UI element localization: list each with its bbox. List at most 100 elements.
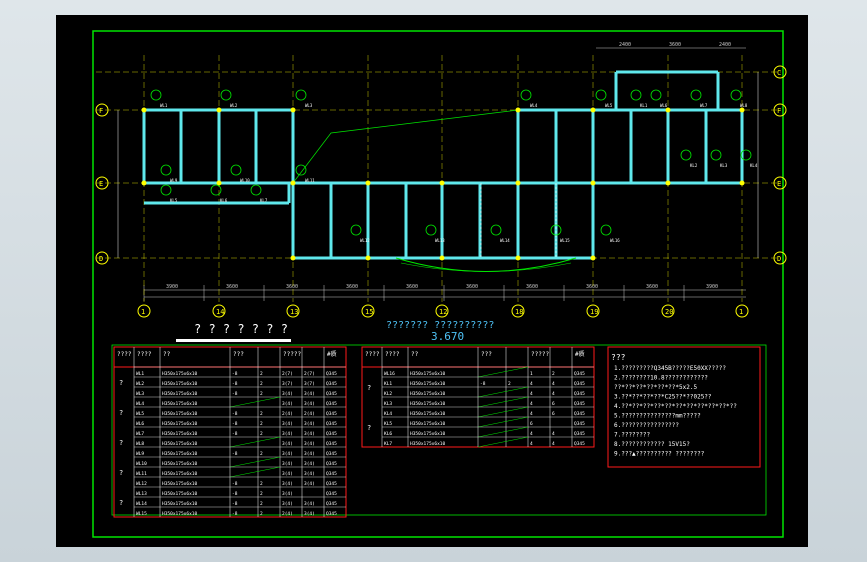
axis-bubble-col xyxy=(286,304,300,318)
column-node xyxy=(439,180,445,186)
notes-line: 3.??*??*??*??*C25??*??025?? xyxy=(614,394,712,401)
table-left-diag-cell xyxy=(229,436,281,448)
axis-bubble-row-left xyxy=(95,176,109,190)
table-left-cell: WL3 xyxy=(136,391,144,397)
beam-tag-text: KL6 xyxy=(220,198,228,203)
axis-label-col: 15 xyxy=(365,308,373,316)
table-left-header: ????? xyxy=(283,351,301,358)
column-node xyxy=(216,180,222,186)
table-left-cell: Q345 xyxy=(326,481,337,487)
table-left-header: ???? xyxy=(117,351,132,358)
arc-balcony-inner xyxy=(400,262,572,272)
table-left-cell: WL1 xyxy=(136,371,144,377)
table-left-cell: WL7 xyxy=(136,431,144,437)
notes-line: 6.???????????????? xyxy=(614,422,679,429)
table-left-cell: 2 xyxy=(260,481,263,487)
table-mid-diag-cell xyxy=(477,426,529,438)
sheet-border xyxy=(92,30,784,538)
beam-tag-text: WL12 xyxy=(360,238,370,243)
table-left-cell: H350x175x6x10 xyxy=(162,471,198,477)
table-left-cell: 2(4) xyxy=(304,411,315,417)
column-node xyxy=(515,180,521,186)
beam-tag-text: WL3 xyxy=(305,103,313,108)
notes-border xyxy=(607,346,761,468)
axis-label-col: 20 xyxy=(665,308,673,316)
table-left-cell: 2(7) xyxy=(304,371,315,377)
dim-text-bottom: 3900 xyxy=(706,284,718,290)
table-mid-cell: 4 xyxy=(530,411,533,417)
dim-text-bottom: 3600 xyxy=(466,284,478,290)
beam-tag-circle xyxy=(690,89,702,101)
table-mid-cell: H350x175x6x10 xyxy=(410,441,446,447)
table-left-cell: 3(7) xyxy=(282,381,293,387)
table-left-cell: 3(4) xyxy=(304,421,315,427)
dim-text-bottom: 3600 xyxy=(646,284,658,290)
axis-bubble-col xyxy=(511,304,525,318)
table-left-cell: 2 xyxy=(260,451,263,457)
table-mid-diag-cell xyxy=(477,436,529,448)
table-left-cell: H350x175x6x10 xyxy=(162,481,198,487)
table-mid-cell: 4 xyxy=(552,441,555,447)
table-left-cell: Q345 xyxy=(326,501,337,507)
column-node xyxy=(590,107,596,113)
table-mid-cell: 4 xyxy=(552,431,555,437)
table-mid-cell: H350x175x6x10 xyxy=(410,401,446,407)
table-left-cell: WL2 xyxy=(136,381,144,387)
axis-bubble-col xyxy=(586,304,600,318)
table-left-group: ? xyxy=(119,469,123,477)
beam-tag-circle xyxy=(680,149,692,161)
axis-label-col: 14 xyxy=(216,308,224,316)
beam-tag-circle xyxy=(220,89,232,101)
table-left-cell: -8 xyxy=(232,481,238,487)
table-mid-diag-cell xyxy=(477,406,529,418)
design-notes: ???1.?????????Q345B?????E50XX?????2.????… xyxy=(607,346,761,468)
column-node xyxy=(216,107,222,113)
table-left-cell: 3(4) xyxy=(304,401,315,407)
beam-layout xyxy=(141,70,745,272)
table-mid-cell: KL6 xyxy=(384,431,392,437)
table-left-cell: H350x175x6x10 xyxy=(162,371,198,377)
column-node xyxy=(439,255,445,261)
table-mid-diag-cell xyxy=(477,396,529,408)
table-left-cell: 2 xyxy=(260,371,263,377)
dim-text-bottom: 3600 xyxy=(526,284,538,290)
table-left-cell: Q345 xyxy=(326,431,337,437)
table-left-cell: Q345 xyxy=(326,451,337,457)
column-node xyxy=(515,255,521,261)
table-left-cell: WL5 xyxy=(136,411,144,417)
table-left-cell: 3(4) xyxy=(282,471,293,477)
notes-line: 7.???????? xyxy=(614,432,651,439)
table-mid-header: ??? xyxy=(481,351,492,358)
table-mid-header: ?? xyxy=(411,351,419,358)
beam-tag-text: KL7 xyxy=(260,198,268,203)
axis-bubble-col xyxy=(735,304,749,318)
table-mid-cell: 4 xyxy=(530,381,533,387)
table-left-cell: WL10 xyxy=(136,461,147,467)
table-mid-cell: 1 xyxy=(530,371,533,377)
table-mid-cell: KL7 xyxy=(384,441,392,447)
table-left-cell: 3(4) xyxy=(304,451,315,457)
dim-text-bottom: 3600 xyxy=(586,284,598,290)
table-left-cell: 3(4) xyxy=(282,461,293,467)
beam-tag-text: WL2 xyxy=(230,103,238,108)
table-mid-cell: WL16 xyxy=(384,371,395,377)
beam-tag-circle xyxy=(600,224,612,236)
table-left-cell: -8 xyxy=(232,501,238,507)
table-left-cell: -8 xyxy=(232,371,238,377)
beam-tag-text: WL16 xyxy=(610,238,620,243)
table-mid-cell: H350x175x6x10 xyxy=(410,421,446,427)
beam-tag-text: WL5 xyxy=(605,103,613,108)
table-mid-cell: H350x175x6x10 xyxy=(410,431,446,437)
table-mid-cell: 4 xyxy=(530,401,533,407)
axis-bubble-col xyxy=(361,304,375,318)
column-node xyxy=(290,107,296,113)
column-node xyxy=(141,180,147,186)
table-left-cell: H350x175x6x10 xyxy=(162,461,198,467)
table-left-cell: 2 xyxy=(260,421,263,427)
beam-tag-circle xyxy=(730,89,742,101)
dim-text-bottom: 3600 xyxy=(226,284,238,290)
